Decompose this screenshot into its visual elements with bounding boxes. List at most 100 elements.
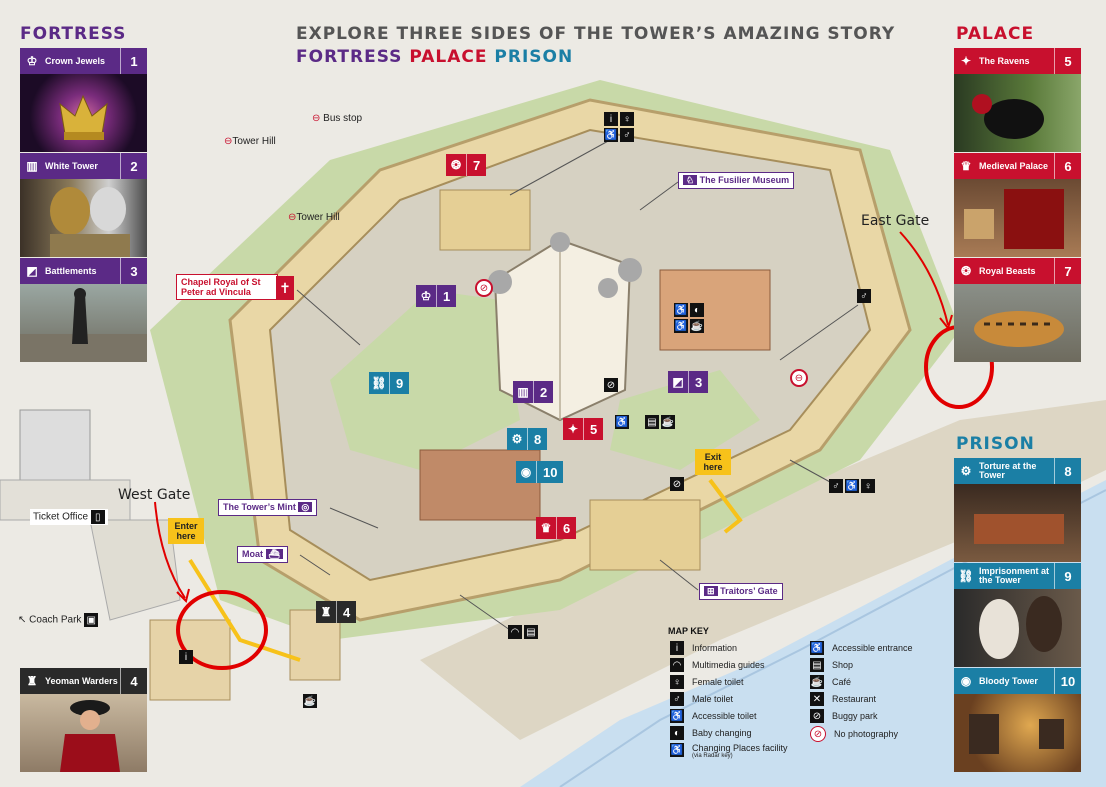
wheel-icon: ⚙ <box>960 464 972 478</box>
changing-places-icon: ♿ <box>670 743 684 757</box>
accessible-entrance-icon: ♿ <box>674 319 688 333</box>
fusilier-museum-tag[interactable]: ♘ The Fusilier Museum <box>678 172 795 189</box>
accessible-icon: ♿ <box>670 709 684 723</box>
gate-icon: ⊞ <box>704 586 718 596</box>
crown-icon: ♔ <box>420 289 432 303</box>
map-marker-bloody-tower[interactable]: ◉10 <box>516 461 564 483</box>
facility-icons-right: ♿◐ ♿☕ <box>674 303 704 333</box>
card-number: 6 <box>1054 153 1081 179</box>
crown-icon: ♔ <box>26 54 38 68</box>
bus-stop-label[interactable]: ⊖ Bus stop <box>312 113 363 124</box>
painting-illustration <box>979 596 1062 659</box>
subtitle-prison: PRISON <box>494 47 574 67</box>
traitors-gate-tag[interactable]: ⊞ Traitors’ Gate <box>699 583 783 600</box>
card-label: Crown Jewels <box>45 55 106 66</box>
map-marker-medieval-palace[interactable]: ♛6 <box>536 517 577 539</box>
warder-illustration <box>60 700 120 772</box>
exit-here-sign[interactable]: Exit here <box>695 449 731 475</box>
tiger-illustration <box>974 311 1064 347</box>
info-icon: i <box>604 112 618 126</box>
no-entry-icon: ⊖ <box>790 369 808 387</box>
card-battlements[interactable]: ◩ Battlements 3 <box>20 258 147 362</box>
card-white-tower[interactable]: ▥ White Tower 2 <box>20 153 147 257</box>
card-label: Bloody Tower <box>979 675 1038 686</box>
tower-hill-label-1[interactable]: ⊖Tower Hill <box>224 136 276 147</box>
bus-icon: ⊖ <box>312 113 324 124</box>
facility-icons-mid: ♿ ▤☕ <box>615 415 675 429</box>
bloody-photo <box>954 694 1081 772</box>
armour-photo <box>20 179 147 257</box>
coin-icon: ◎ <box>298 502 313 512</box>
coach-icon: ▣ <box>84 613 99 627</box>
card-bloody-tower[interactable]: ◉ Bloody Tower 10 <box>954 668 1081 772</box>
map-key-title: MAP KEY <box>668 626 709 636</box>
raven-photo <box>954 74 1081 152</box>
card-number: 1 <box>120 48 147 74</box>
coach-park-label[interactable]: ↖ Coach Park ▣ <box>18 613 99 627</box>
battlements-icon: ◩ <box>26 264 38 278</box>
card-number: 4 <box>120 668 147 694</box>
no-photography-icon: ⊘ <box>810 726 826 742</box>
no-photography-icon: ⊘ <box>475 279 493 297</box>
card-label: Torture at the Tower <box>979 461 1037 480</box>
raven-icon: ✦ <box>567 422 579 436</box>
facility-icons-bottom: ◠▤ <box>508 625 538 639</box>
male-toilet-icon: ♂ <box>857 289 871 303</box>
multimedia-guide-icon: ◠ <box>670 658 684 672</box>
mint-tag[interactable]: The Tower’s Mint ◎ <box>218 499 318 516</box>
palace-photo <box>954 179 1081 257</box>
underground-icon: ⊖ <box>288 212 297 223</box>
card-label: The Ravens <box>979 55 1030 66</box>
info-icon: i <box>670 641 684 655</box>
key-cafe: ☕Café <box>810 675 852 689</box>
raven-icon: ✦ <box>960 54 972 68</box>
card-crown-jewels[interactable]: ♔ Crown Jewels 1 <box>20 48 147 152</box>
map-marker-yeoman[interactable]: ♜4 <box>316 601 357 623</box>
moat-tag[interactable]: Moat ⛴ <box>237 546 288 563</box>
baby-changing-icon: ◐ <box>690 303 704 317</box>
card-torture[interactable]: ⚙ Torture at the Tower 8 <box>954 458 1081 562</box>
ticket-office-label[interactable]: Ticket Office ▯ <box>30 509 108 525</box>
card-imprisonment[interactable]: ⛓ Imprisonment at the Tower 9 <box>954 563 1081 667</box>
raven-illustration <box>972 94 1044 139</box>
card-medieval-palace[interactable]: ♛ Medieval Palace 6 <box>954 153 1081 257</box>
card-label: White Tower <box>45 160 98 171</box>
map-marker-royal-beasts[interactable]: ❂7 <box>446 154 487 176</box>
male-toilet-icon: ♂ <box>670 692 684 706</box>
armour-illustration <box>50 187 130 257</box>
chain-icon: ⛓ <box>958 569 974 583</box>
facility-icons-top: i♀ ♿♂ <box>604 112 634 142</box>
card-yeoman-warders[interactable]: ♜ Yeoman Warders 4 <box>20 668 147 772</box>
elephant-icon: ❂ <box>960 264 972 278</box>
chapel-tag[interactable]: Chapel Royal of St Peter ad Vincula <box>176 274 278 300</box>
subtitle-fortress: FORTRESS <box>296 47 403 67</box>
tower-hill-label-2[interactable]: ⊖Tower Hill <box>288 212 340 223</box>
map-marker-imprisonment[interactable]: ⛓9 <box>369 372 410 394</box>
accessible-icon: ♿ <box>845 479 859 493</box>
imprisonment-photo <box>954 589 1081 667</box>
card-ravens[interactable]: ✦ The Ravens 5 <box>954 48 1081 152</box>
card-number: 9 <box>1054 563 1081 589</box>
section-prison: PRISON <box>956 434 1035 454</box>
boat-icon: ⛴ <box>265 549 283 559</box>
card-label: Battlements <box>45 265 97 276</box>
card-number: 5 <box>1054 48 1081 74</box>
map-marker-crown-jewels[interactable]: ♔1 <box>416 285 457 307</box>
map-marker-torture[interactable]: ⚙8 <box>507 428 548 450</box>
museum-icon: ♘ <box>683 175 698 185</box>
cafe-icon: ☕ <box>303 694 317 708</box>
page-subtitle: FORTRESS PALACE PRISON <box>296 47 573 67</box>
card-number: 2 <box>120 153 147 179</box>
map-marker-white-tower[interactable]: ▥2 <box>513 381 554 403</box>
room-illustration <box>969 714 1064 754</box>
map-marker-battlements[interactable]: ◩3 <box>668 371 709 393</box>
card-label: Royal Beasts <box>979 265 1036 276</box>
multimedia-guide-icon: ◠ <box>508 625 522 639</box>
map-marker-ravens[interactable]: ✦5 <box>563 418 604 440</box>
wheel-icon: ⚙ <box>511 432 523 446</box>
key-note: (via Radar key) <box>692 753 733 759</box>
key-male-toilet: ♂Male toilet <box>670 692 733 706</box>
enter-here-sign[interactable]: Enter here <box>168 518 204 544</box>
card-royal-beasts[interactable]: ❂ Royal Beasts 7 <box>954 258 1081 362</box>
card-number: 10 <box>1054 668 1081 694</box>
